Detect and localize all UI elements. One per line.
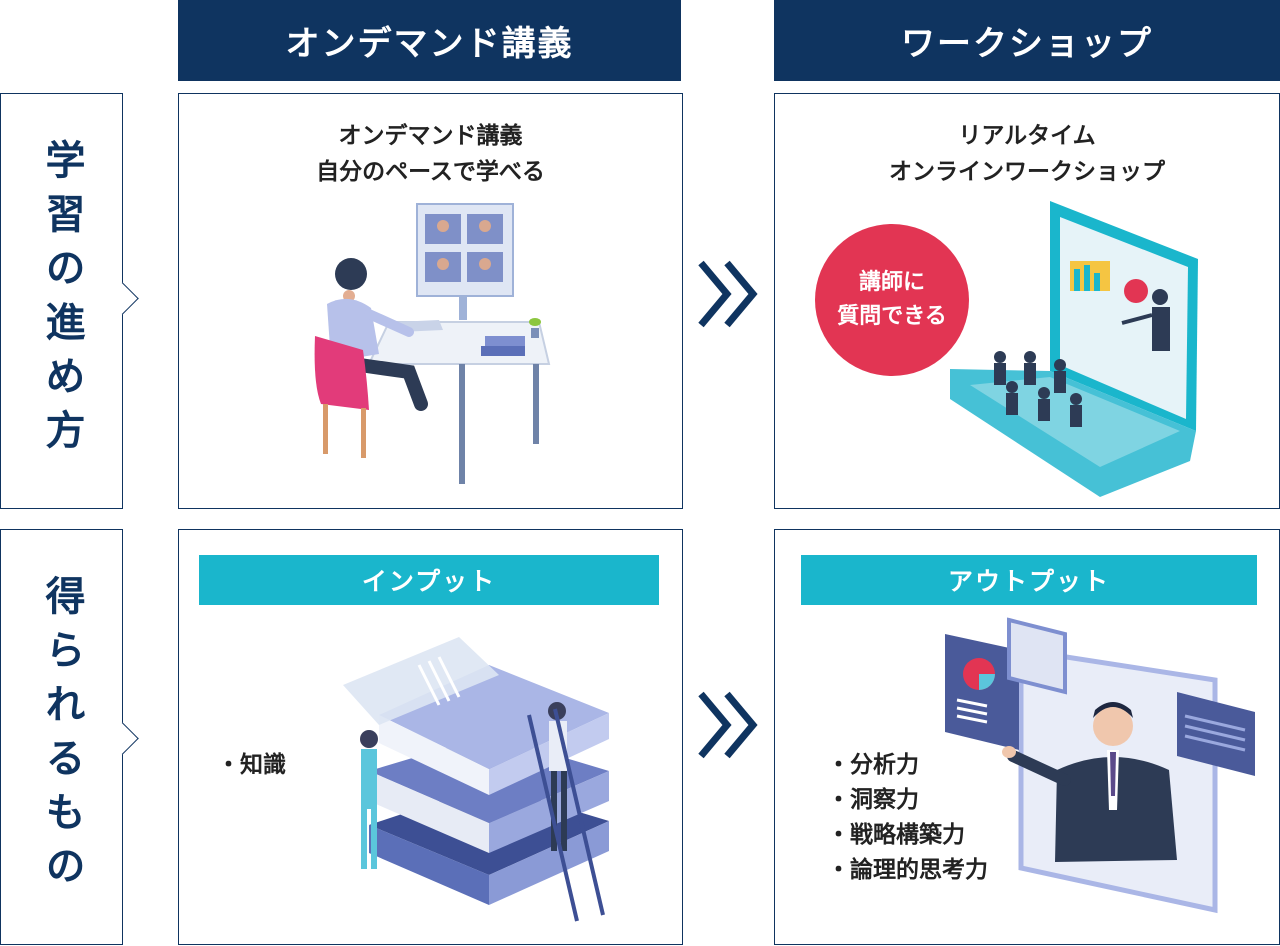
output-label: アウトプット (947, 567, 1110, 596)
badge-line2: 質問できる (837, 304, 947, 329)
presenter-screen-illustration (945, 617, 1255, 914)
desk-study-illustration (314, 203, 551, 484)
ondemand-title-line1: オンデマンド講義 (338, 123, 523, 149)
double-chevron-right-icon (698, 691, 758, 759)
list-item: 洞察力 (827, 783, 988, 818)
input-label-bar: インプット (199, 555, 659, 605)
row-header-outcomes-label: 得られるもの (38, 575, 85, 899)
double-chevron-right-icon (698, 260, 758, 328)
panel-output: アウトプット 分析力 洞察力 戦略構築力 論理的思考力 (774, 529, 1280, 945)
panel-workshop: リアルタイム オンラインワークショップ 講師に 質問できる (774, 93, 1280, 509)
book-stack-illustration (343, 637, 609, 922)
column-header-workshop: ワークショップ (774, 0, 1280, 81)
row-header-outcomes: 得られるもの (0, 529, 139, 945)
list-item: 論理的思考力 (827, 853, 988, 888)
input-label: インプット (361, 567, 497, 596)
column-header-ondemand-label: オンデマンド講義 (285, 24, 574, 64)
ondemand-title-line2: 自分のペースで学べる (316, 159, 545, 185)
panel-input: インプット 知識 (178, 529, 683, 945)
panel-ondemand: オンデマンド講義 自分のペースで学べる (178, 93, 683, 509)
list-item: 知識 (217, 748, 286, 783)
badge-line1: 講師に (858, 270, 925, 295)
column-header-ondemand: オンデマンド講義 (178, 0, 681, 81)
list-item: 戦略構築力 (827, 818, 988, 853)
ask-instructor-badge: 講師に 質問できる (815, 224, 969, 376)
column-header-workshop-label: ワークショップ (901, 24, 1153, 64)
output-label-bar: アウトプット (801, 555, 1257, 605)
online-workshop-laptop-illustration (950, 201, 1198, 497)
row-header-learning-label: 学習の進め方 (38, 139, 85, 463)
list-item: 分析力 (827, 748, 988, 783)
row-header-learning: 学習の進め方 (0, 93, 139, 509)
input-bullet-list: 知識 (217, 748, 286, 783)
workshop-title-line1: リアルタイム (958, 123, 1096, 149)
workshop-title-line2: オンラインワークショップ (889, 159, 1165, 185)
output-bullet-list: 分析力 洞察力 戦略構築力 論理的思考力 (827, 748, 988, 888)
